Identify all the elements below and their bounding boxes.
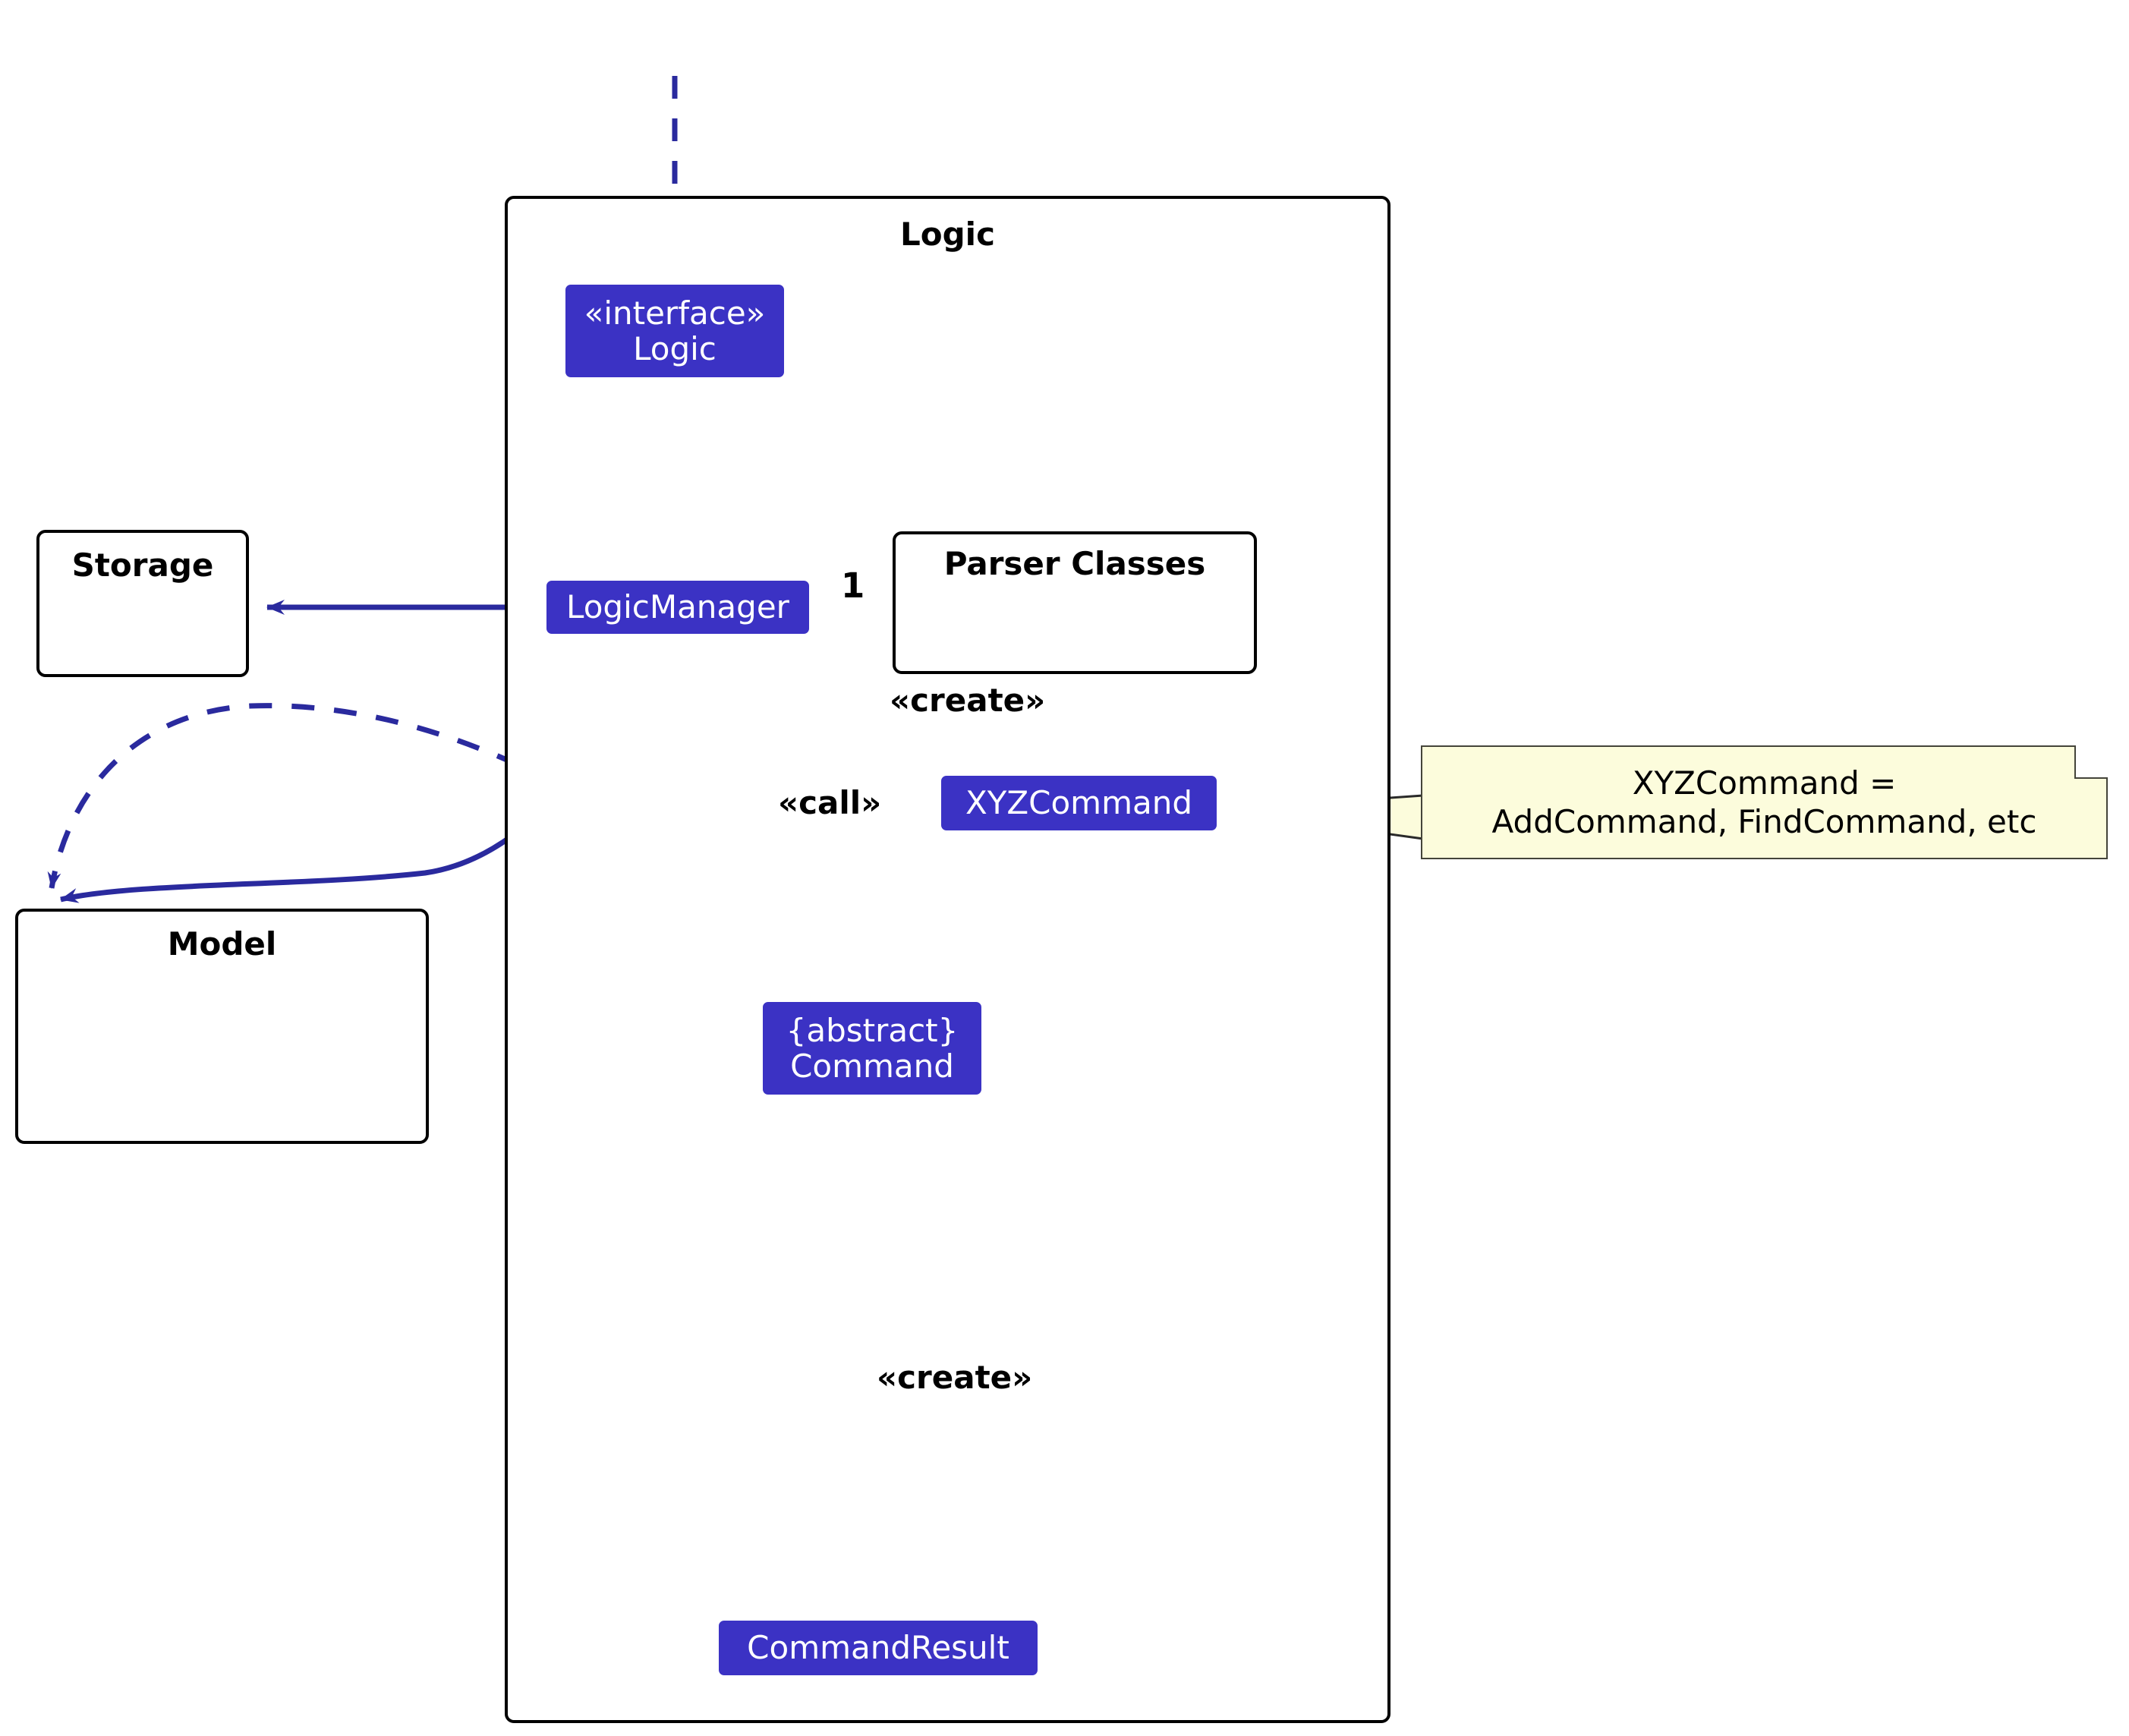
class-logic-interface[interactable]: «interface» Logic <box>565 285 784 377</box>
class-xyz-command[interactable]: XYZCommand <box>941 776 1217 830</box>
class-abstract-command[interactable]: {abstract} Command <box>763 1002 981 1095</box>
package-logic: Logic <box>505 196 1390 1723</box>
package-model: Model <box>15 909 429 1144</box>
package-logic-title: Logic <box>900 216 995 253</box>
package-storage-title: Storage <box>71 547 214 584</box>
label-create-command-to-commandresult: «create» <box>877 1359 1033 1396</box>
multiplicity-parser-one: 1 <box>841 566 865 606</box>
package-parser-classes: Parser Classes <box>893 531 1257 674</box>
class-logic-manager-name: LogicManager <box>566 588 789 626</box>
class-abstract-command-name: Command <box>790 1048 954 1085</box>
package-parser-classes-title: Parser Classes <box>943 545 1206 582</box>
class-xyz-command-name: XYZCommand <box>965 784 1193 822</box>
class-logic-interface-name: Logic <box>633 330 716 367</box>
label-create-parser-to-xyzcommand: «create» <box>890 682 1046 719</box>
note-xyzcommand-legend: XYZCommand = AddCommand, FindCommand, et… <box>1421 745 2108 859</box>
class-abstract-command-stereotype: {abstract} <box>786 1011 959 1049</box>
class-logic-manager[interactable]: LogicManager <box>546 581 809 634</box>
package-storage: Storage <box>36 530 249 677</box>
class-logic-interface-stereotype: «interface» <box>584 294 766 332</box>
note-line-2: AddCommand, FindCommand, etc <box>1491 803 2037 840</box>
package-model-title: Model <box>167 925 277 963</box>
class-command-result-name: CommandResult <box>747 1629 1009 1667</box>
class-command-result[interactable]: CommandResult <box>719 1621 1038 1675</box>
note-line-1: XYZCommand = <box>1632 764 1897 802</box>
note-fold-corner <box>2074 745 2108 779</box>
label-call-logicmanager-to-command: «call» <box>778 784 882 821</box>
